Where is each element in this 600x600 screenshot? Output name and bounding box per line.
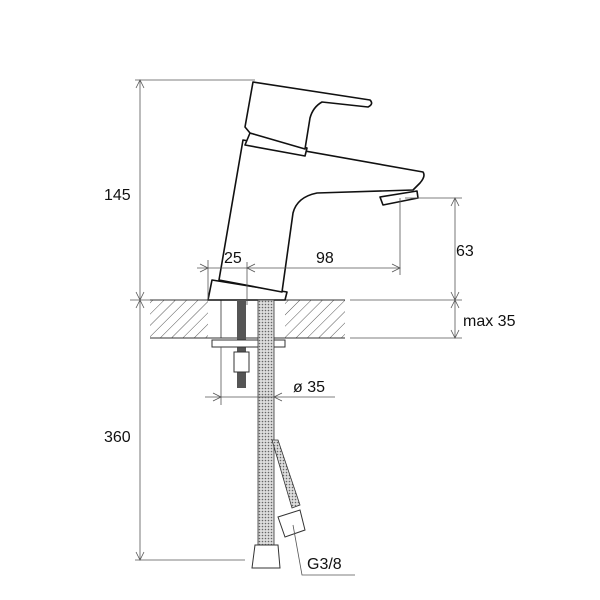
dim-base-offset: 25 <box>224 250 242 267</box>
hose-nut-1 <box>251 544 281 569</box>
countertop <box>150 299 345 339</box>
dim-connection-thread: G3/8 <box>307 556 342 573</box>
dim-counter-thickness: max 35 <box>463 313 516 330</box>
dim-total-height: 145 <box>104 187 131 204</box>
faucet-handle <box>244 81 373 150</box>
faucet-body <box>207 81 425 301</box>
hose-nut-2 <box>277 509 306 538</box>
hose-bent <box>271 439 301 509</box>
dim-hole-diameter: ø 35 <box>293 379 325 396</box>
nut <box>233 351 250 373</box>
installation-hardware <box>211 299 306 569</box>
washer-plate <box>211 339 286 348</box>
faucet-spout <box>218 139 425 293</box>
dim-spout-reach: 98 <box>316 250 334 267</box>
dim-spout-height: 63 <box>456 243 474 260</box>
hose-straight <box>257 299 275 551</box>
dimension-lines <box>130 79 462 576</box>
dim-below-counter: 360 <box>104 429 131 446</box>
